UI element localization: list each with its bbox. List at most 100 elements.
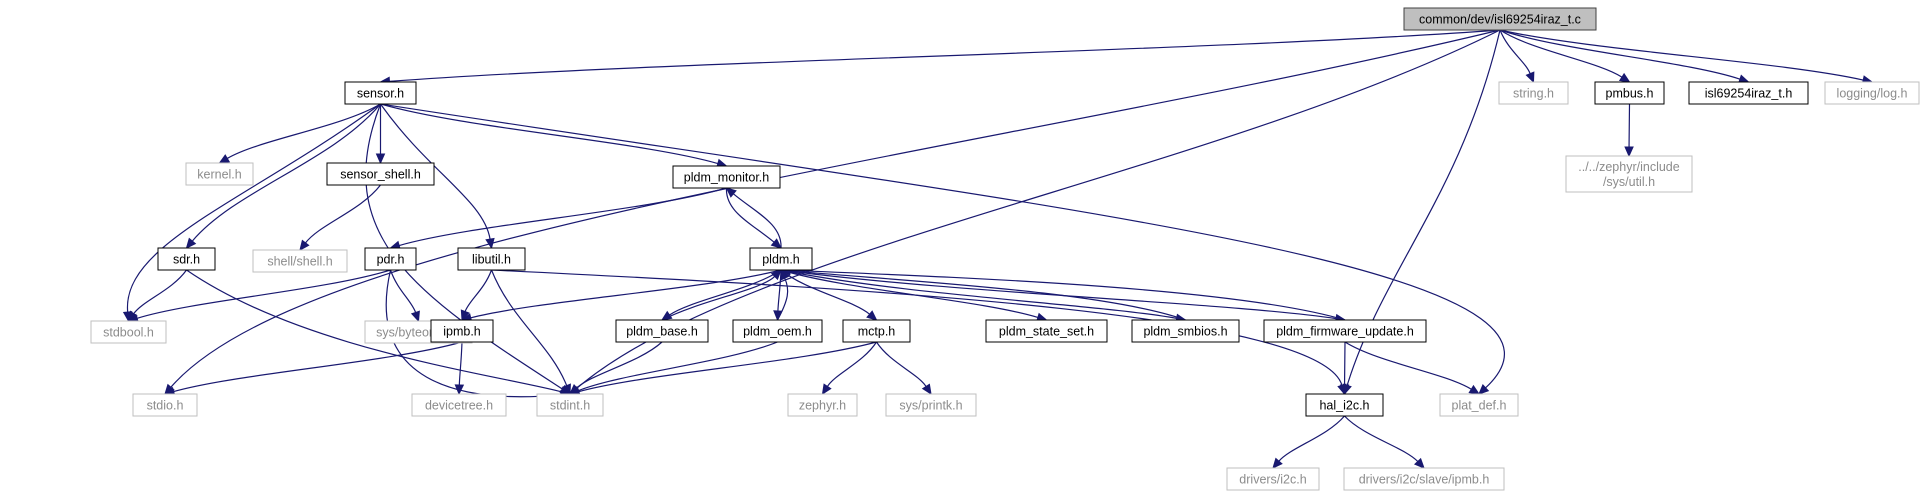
node-box (1688, 81, 1809, 105)
node-box (1131, 319, 1240, 343)
node-box (90, 320, 167, 344)
node-label: pldm_oem.h (743, 325, 812, 339)
node-drivers-ipmb-h: drivers/i2c/slave/ipmb.h (1343, 467, 1505, 491)
node-box (536, 393, 604, 417)
node-box (1439, 393, 1519, 417)
node-label: logging/log.h (1837, 87, 1908, 101)
node-label: ipmb.h (443, 325, 481, 339)
edge-pdr_h-to-stdbool_h (127, 269, 391, 323)
node-box (430, 319, 494, 343)
edge-root-to-pmbus_h (1499, 29, 1631, 83)
node-box (1403, 7, 1597, 31)
node-box (364, 247, 417, 271)
node-label: sensor.h (357, 87, 404, 101)
edge-mctp_h-to-stdint_h (568, 341, 877, 397)
node-label: common/dev/isl69254iraz_t.c (1419, 13, 1581, 27)
node-box (1226, 467, 1320, 491)
node-pldm-h[interactable]: pldm.h (749, 247, 813, 271)
edge-mctp_h-to-printk_h (875, 341, 932, 396)
node-label: mctp.h (858, 325, 896, 339)
node-box (326, 162, 435, 186)
edge-pldm_h-to-pldm_fw_h (780, 269, 1347, 324)
edge-libutil_h-to-stdint_h (490, 269, 571, 396)
node-pdr-h[interactable]: pdr.h (364, 247, 417, 271)
edge-root-to-log_h (1499, 29, 1874, 85)
node-pldm-state-set-h[interactable]: pldm_state_set.h (985, 319, 1108, 343)
edge-pldm_oem_h-to-pldm_h (776, 268, 790, 321)
node-label: pldm_monitor.h (684, 171, 770, 185)
node-pmbus-h[interactable]: pmbus.h (1594, 81, 1665, 105)
node-ipmb-h[interactable]: ipmb.h (430, 319, 494, 343)
node-box (885, 393, 977, 417)
node-label: pldm_state_set.h (999, 325, 1094, 339)
node-stdint-h: stdint.h (536, 393, 604, 417)
node-box (672, 165, 781, 189)
edge-pldm_h-to-pldm_base_h (660, 269, 782, 321)
node-box (1343, 467, 1505, 491)
edge-root-to-string_h (1499, 29, 1535, 84)
node-sensor-h[interactable]: sensor.h (344, 81, 417, 105)
node-label: ../../zephyr/include/sys/util.h (1578, 160, 1679, 189)
node-shell-h: shell/shell.h (252, 249, 348, 273)
node-label: pldm_base.h (626, 325, 698, 339)
node-label: zephyr.h (799, 399, 846, 413)
node-label: stdint.h (550, 399, 590, 413)
node-box (132, 393, 198, 417)
node-sdr-h[interactable]: sdr.h (157, 247, 216, 271)
node-pldm-monitor-h[interactable]: pldm_monitor.h (672, 165, 781, 189)
node-label: string.h (1513, 87, 1554, 101)
node-box (615, 319, 709, 343)
node-plat-def-h: plat_def.h (1439, 393, 1519, 417)
node-stdbool-h: stdbool.h (90, 320, 167, 344)
edge-mctp_h-to-zephyr_h (821, 341, 878, 396)
node-box (457, 247, 526, 271)
edge-sensor_h-to-sdr_h (185, 103, 381, 249)
node-label: sdr.h (173, 253, 200, 267)
node-stdio-h: stdio.h (132, 393, 198, 417)
edge-sensor_h-to-stdbool_h (122, 103, 381, 323)
node-box (1565, 155, 1693, 193)
node-label: pldm_firmware_update.h (1276, 325, 1414, 339)
edge-pldm_smbios_h-to-pldm_h (779, 266, 1186, 321)
node-label: drivers/i2c.h (1239, 473, 1306, 487)
edge-sensor_h-to-libutil_h (380, 103, 495, 250)
node-box (157, 247, 216, 271)
node-label: sys/printk.h (899, 399, 962, 413)
graph-nodes: common/dev/isl69254iraz_t.c sensor.h strin… (90, 7, 1920, 491)
node-pldm-oem-h[interactable]: pldm_oem.h (732, 319, 823, 343)
node-label: shell/shell.h (267, 255, 332, 269)
edge-root-to-sensor_h (379, 29, 1501, 87)
node-box (1498, 81, 1569, 105)
node-pldm-base-h[interactable]: pldm_base.h (615, 319, 709, 343)
node-zephyr-h: zephyr.h (787, 393, 858, 417)
node-mctp-h[interactable]: mctp.h (842, 319, 911, 343)
edge-pldm_h-to-pldm_monitor_h (725, 187, 782, 249)
node-root[interactable]: common/dev/isl69254iraz_t.c (1403, 7, 1597, 31)
edge-pldm_monitor_h-to-pdr_h (389, 187, 727, 250)
node-box (749, 247, 813, 271)
node-label: pdr.h (377, 253, 405, 267)
node-label: libutil.h (472, 253, 511, 267)
edge-libutil_h-to-ipmb_h (460, 269, 493, 322)
edge-pldm_base_h-to-stdint_h (569, 341, 663, 395)
node-label: pmbus.h (1606, 87, 1654, 101)
node-pldm-fw-h[interactable]: pldm_firmware_update.h (1263, 319, 1427, 343)
node-box (252, 249, 348, 273)
node-libutil-h[interactable]: libutil.h (457, 247, 526, 271)
node-isl-h[interactable]: isl69254iraz_t.h (1688, 81, 1809, 105)
edge-pmbus_h-to-util_h (1624, 103, 1634, 158)
node-box (1263, 319, 1427, 343)
edge-sensor_shell_h-to-shell_h (299, 184, 381, 251)
node-pldm-smbios-h[interactable]: pldm_smbios.h (1131, 319, 1240, 343)
edge-pldm_fw_h-to-plat_def_h (1344, 341, 1481, 395)
edge-sensor_h-to-sensor_shell_h (375, 104, 386, 165)
node-label: plat_def.h (1452, 399, 1507, 413)
node-label: kernel.h (197, 168, 242, 182)
node-box (985, 319, 1108, 343)
node-util-h: ../../zephyr/include/sys/util.h (1565, 155, 1693, 193)
edge-sensor_h-to-kernel_h (218, 103, 381, 164)
node-box (344, 81, 417, 105)
node-label: stdbool.h (103, 326, 154, 340)
node-sensor-shell-h[interactable]: sensor_shell.h (326, 162, 435, 186)
node-hal-i2c-h[interactable]: hal_i2c.h (1305, 393, 1384, 417)
